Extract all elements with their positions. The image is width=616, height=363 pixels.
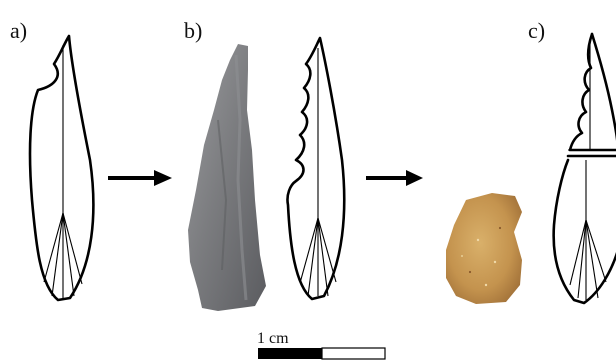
drawing-a-blade-outline	[30, 36, 93, 300]
arrow-b-to-c	[366, 170, 423, 186]
scale-bar-white-segment	[322, 348, 385, 359]
scale-bar-label: 1 cm	[257, 330, 289, 347]
drawing-b-notched-blade-outline	[287, 38, 344, 299]
label-b: b)	[184, 18, 202, 43]
scale-bar-black-segment	[258, 348, 322, 359]
label-c: c)	[528, 18, 545, 43]
photo-c-ochre-fragment	[446, 193, 522, 304]
drawing-c-broken-blade-outline	[554, 34, 616, 303]
arrow-a-to-b	[108, 170, 172, 186]
scale-bar: 1 cm	[257, 330, 385, 359]
label-a: a)	[10, 18, 27, 43]
photo-b-gray-blade	[188, 44, 266, 311]
